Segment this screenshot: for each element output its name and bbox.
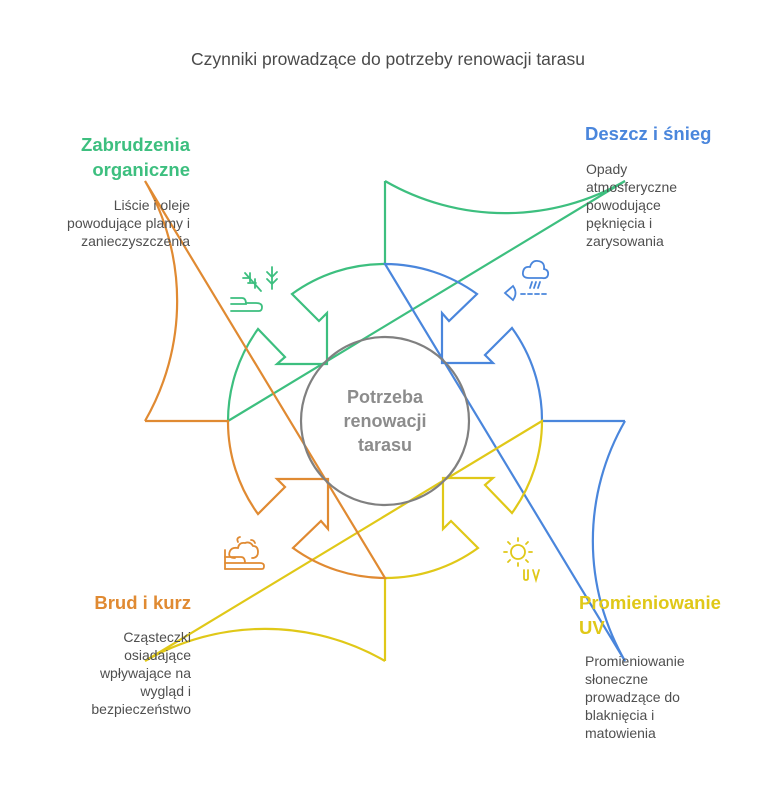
quadrant-shape-uv [144,419,544,662]
factor-desc-line: blaknięcia i [585,707,655,723]
center-label-line: tarasu [357,435,413,455]
diagram-title: Czynniki prowadzące do potrzeby renowacj… [191,49,585,69]
plant-sprouts-icon [230,266,278,312]
factor-desc-line: słoneczne [585,671,649,687]
factor-desc-uv: Promieniowanie słoneczne prowadzące do b… [585,652,755,742]
factor-desc-line: bezpieczeństwo [91,701,191,717]
factor-title-line: Promieniowanie [579,592,721,613]
quadrant-shape-organic [226,180,626,423]
factor-desc-line: powodujące [586,197,661,213]
factor-desc-line: powodujące plamy i [67,215,190,231]
factor-desc-organic: Liście i oleje powodujące plamy i zaniec… [20,196,190,250]
center-label: Potrzeba renowacji tarasu [305,385,465,457]
factor-title-rain: Deszcz i śnieg [585,121,765,146]
factor-desc-line: zarysowania [586,233,664,249]
center-circle [299,335,471,507]
factor-desc-dust: Cząsteczki osiadające wpływające na wygl… [20,628,191,718]
rain-cloud-icon [503,259,550,302]
factor-desc-line: pęknięcia i [586,215,653,231]
center-label-line: renowacji [343,411,427,431]
factor-desc-line: osiadające [124,647,191,663]
factor-desc-line: Liście i oleje [113,197,190,213]
factor-title-line: organiczne [92,159,190,180]
factor-desc-line: zanieczyszczenia [81,233,190,249]
factor-desc-rain: Opady atmosferyczne powodujące pęknięcia… [586,160,756,250]
factor-desc-line: Cząsteczki [123,629,191,645]
factor-title-line: Deszcz i śnieg [585,123,712,144]
factor-desc-line: prowadzące do [585,689,680,705]
dust-cloud-icon [224,536,265,570]
factor-desc-line: Promieniowanie [585,653,685,669]
factor-desc-line: atmosferyczne [586,179,678,195]
factor-title-dust: Brud i kurz [40,590,191,615]
factor-desc-line: Opady [586,161,628,177]
factor-desc-line: wpływające na [99,665,191,681]
factor-desc-line: matowienia [585,725,656,741]
factor-desc-line: wygląd i [140,683,191,699]
quadrant-shape-rain [383,262,626,662]
factor-title-organic: Zabrudzenia organiczne [40,132,190,182]
factor-title-line: Brud i kurz [94,592,191,613]
factor-title-line: UV [579,617,605,638]
quadrant-shape-dust [144,180,387,580]
center-label-line: Potrzeba [346,387,424,407]
factor-title-line: Zabrudzenia [81,134,190,155]
factor-title-uv: Promieniowanie UV [579,590,769,640]
sun-uv-icon [503,537,540,584]
